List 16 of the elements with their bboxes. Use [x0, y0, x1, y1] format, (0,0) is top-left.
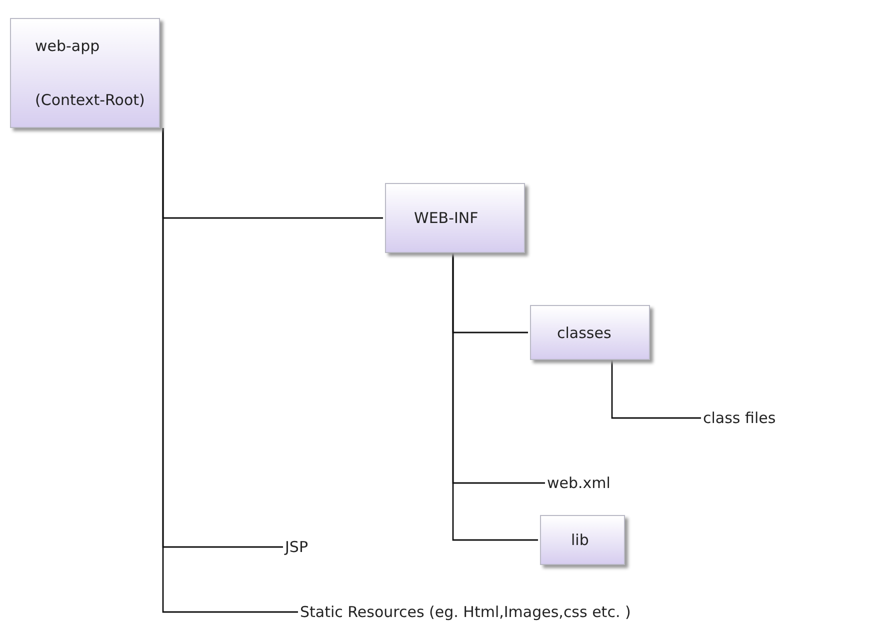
tree-connector [611, 360, 701, 419]
folder-label: lib [571, 531, 590, 549]
folder-box [540, 515, 625, 565]
folder-box [385, 183, 525, 253]
folder-box [530, 305, 650, 360]
folder-label: web-app [35, 37, 101, 55]
file-label: Static Resources (eg. Html,Images,css etc. ) [300, 602, 631, 622]
folder-label: classes [557, 324, 612, 342]
folder-label: WEB-INF [414, 209, 480, 227]
file-label: JSP [285, 537, 308, 557]
tree-connector [452, 253, 538, 541]
file-label: class files [703, 408, 776, 428]
tree-connector [162, 128, 298, 613]
file-label: web.xml [547, 473, 610, 493]
folder-label: (Context-Root) [35, 91, 146, 109]
folder-box [10, 18, 160, 128]
